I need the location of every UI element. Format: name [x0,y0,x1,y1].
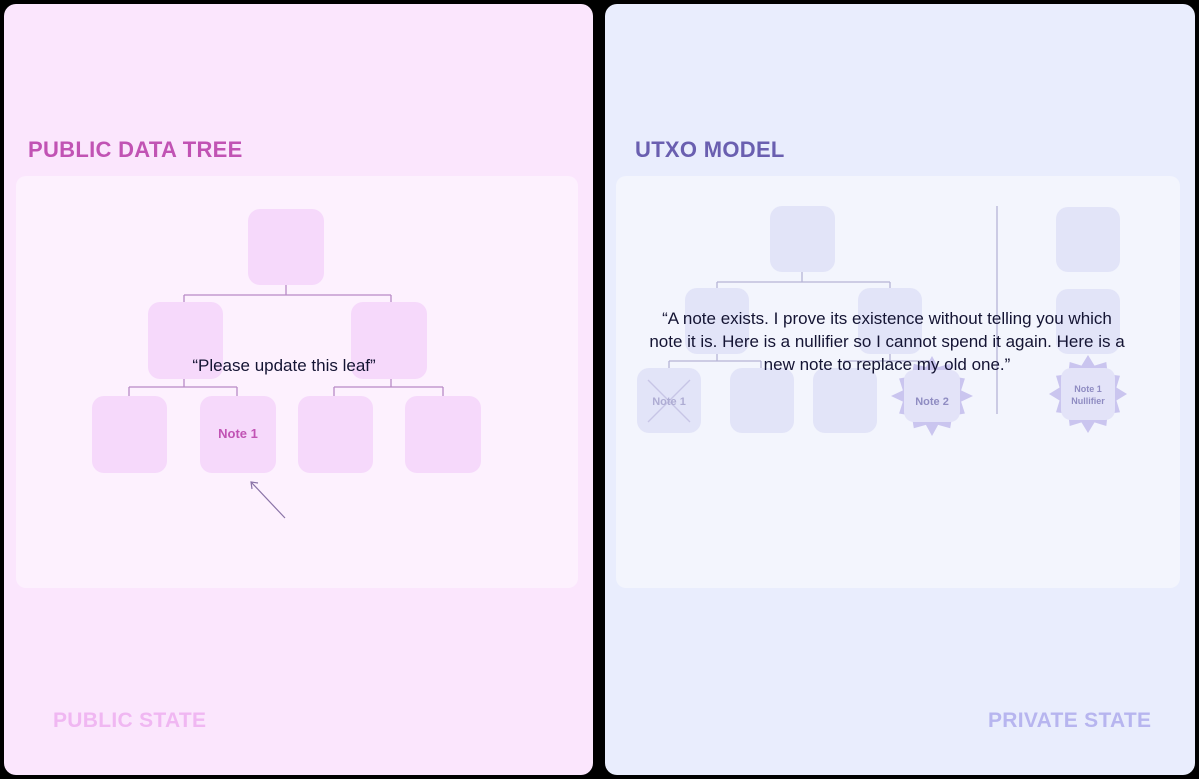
spent-note-label: Note 1 [652,396,686,408]
new-note-label: Note 2 [915,396,949,408]
utxo-leaf-node-2 [730,368,794,433]
public-state-label: PUBLIC STATE [53,709,207,732]
utxo-mid-node-right [858,288,922,354]
public-note-label: Note 1 [218,426,258,441]
public-leaf-node-1 [92,396,167,473]
public-mid-node-left [148,302,223,379]
public-tree-card: Note 1 [16,176,578,588]
nullifier-set-node-1 [1056,207,1120,272]
public-leaf-node-3 [298,396,373,473]
pointer-arrow-icon [250,481,286,519]
nullifier-node [1061,368,1115,420]
utxo-tree-connectors [668,206,998,414]
public-mid-node-right [351,302,427,379]
private-panel-title: UTXO MODEL [635,137,785,162]
public-leaf-node-4 [405,396,481,473]
public-root-node [248,209,324,285]
public-tree-diagram: Note 1 [92,209,481,519]
public-panel-title: PUBLIC DATA TREE [28,137,243,162]
utxo-tree-diagram: Note 1 Note 2 Note 1 Nullifier [637,206,1127,436]
utxo-mid-node-left [685,288,749,354]
private-state-label: PRIVATE STATE [988,709,1152,732]
public-leaf-node-2 [200,396,276,473]
new-note-node [904,370,960,422]
private-state-panel: UTXO MODEL [605,4,1195,775]
cross-out-icon [647,379,691,423]
utxo-root-node [770,206,835,272]
public-caption: “Please update this leaf” [192,356,376,375]
nullifier-label-line1: Note 1 [1074,384,1102,394]
public-tree-connectors [128,282,444,396]
private-caption: “A note exists. I prove its existence wi… [649,309,1125,374]
utxo-tree-card: Note 1 Note 2 Note 1 Nullifier [616,176,1180,588]
nullifier-set-node-2 [1056,289,1120,354]
utxo-leaf-node-3 [813,368,877,433]
public-state-panel: PUBLIC DATA TREE [4,4,593,775]
nullifier-label-line2: Nullifier [1071,396,1105,406]
